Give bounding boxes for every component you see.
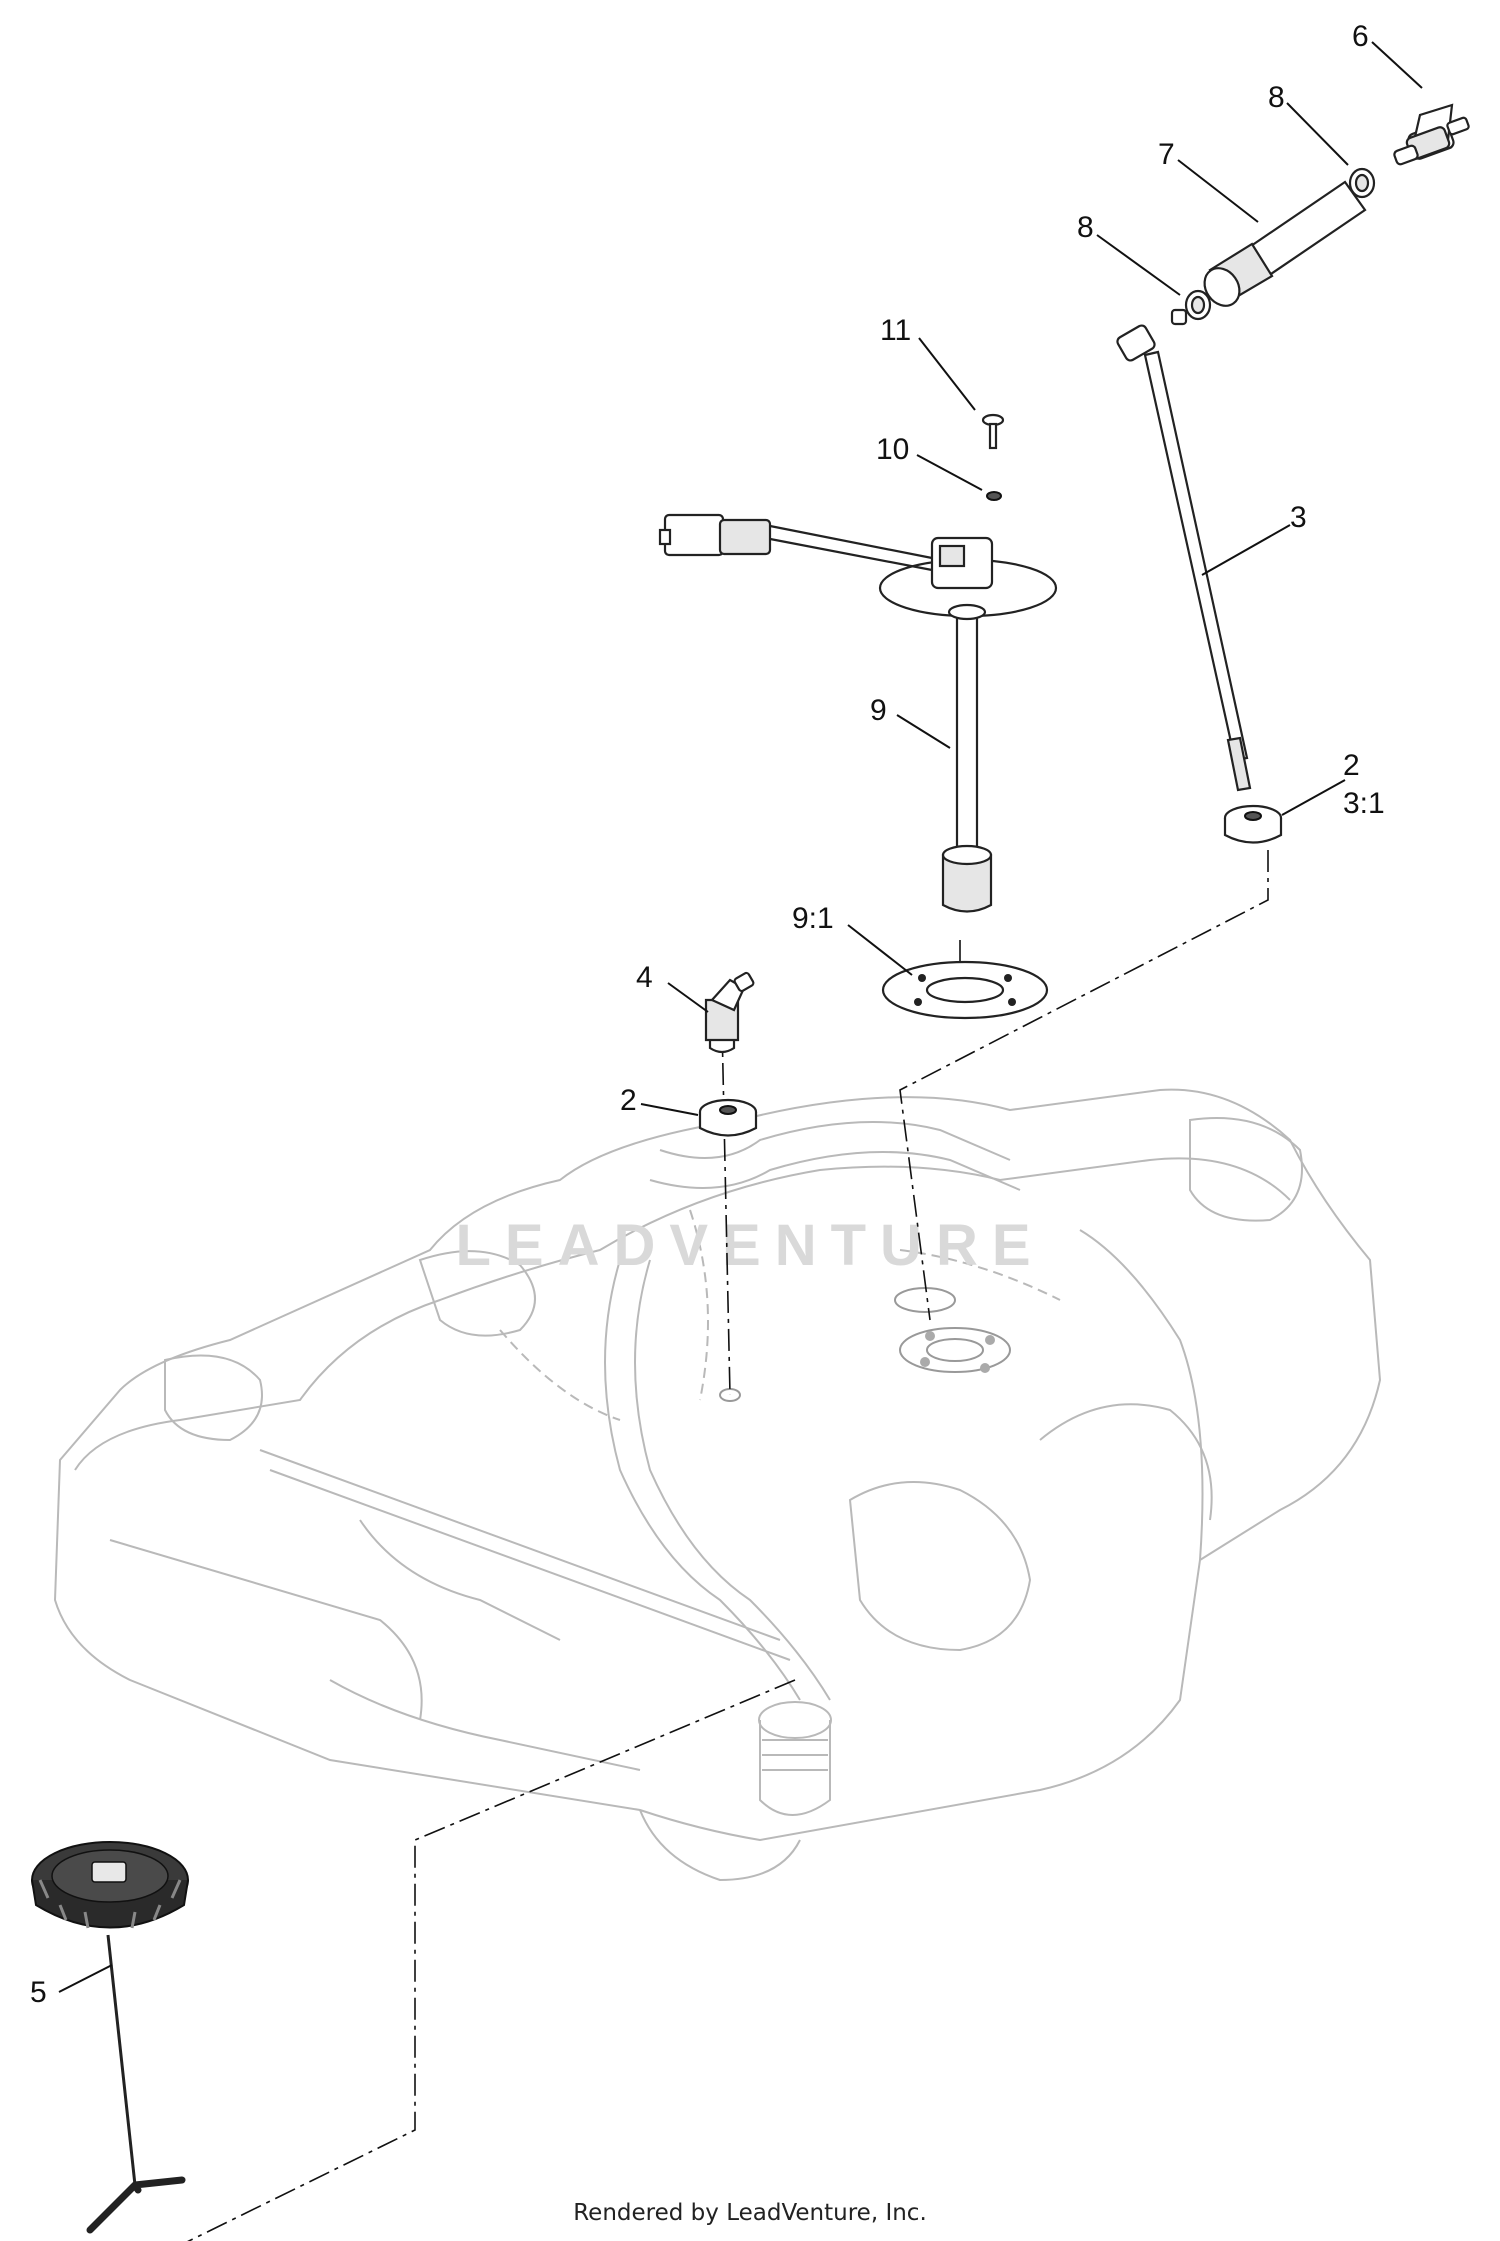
fuel-cap [31, 1841, 189, 2234]
callout-3-1: 3:1 [1343, 787, 1385, 820]
callout-11: 11 [880, 314, 911, 347]
callout-2-upper: 2 [1343, 749, 1360, 782]
callout-8-lower: 8 [1077, 211, 1094, 244]
fuel-tank [53, 1088, 1382, 1882]
callout-10: 10 [876, 433, 909, 466]
callout-2-lower: 2 [620, 1084, 637, 1117]
pickup-tube [1116, 308, 1252, 792]
grommet-upper [1223, 804, 1283, 844]
fuel-level-sender [658, 513, 1058, 913]
grommet-lower [698, 1098, 758, 1137]
callout-9-1: 9:1 [792, 902, 834, 935]
callout-3: 3 [1290, 501, 1307, 534]
watermark: LEADVENTURE [455, 1213, 1044, 1278]
footer-credit: Rendered by LeadVenture, Inc. [573, 2200, 927, 2226]
leader-lines [58, 41, 1423, 1993]
screw [981, 413, 1005, 450]
shutoff-valve [1393, 103, 1470, 166]
fuel-hose [1203, 180, 1367, 307]
washer [986, 491, 1002, 501]
callout-6: 6 [1352, 20, 1369, 53]
sender-gasket [881, 960, 1049, 1020]
assembly-lines [187, 850, 1269, 2241]
elbow-fitting [704, 971, 755, 1054]
callout-9: 9 [870, 694, 887, 727]
hose-clamp-lower [1184, 289, 1212, 321]
hose-clamp-upper [1348, 167, 1376, 199]
callout-4: 4 [636, 961, 653, 994]
callout-5: 5 [30, 1976, 47, 2009]
callout-7: 7 [1158, 138, 1175, 171]
callout-8-upper: 8 [1268, 81, 1285, 114]
callout-labels: 6 8 7 8 11 10 3 9 2 3:1 9:1 4 2 5 [30, 20, 1385, 2009]
